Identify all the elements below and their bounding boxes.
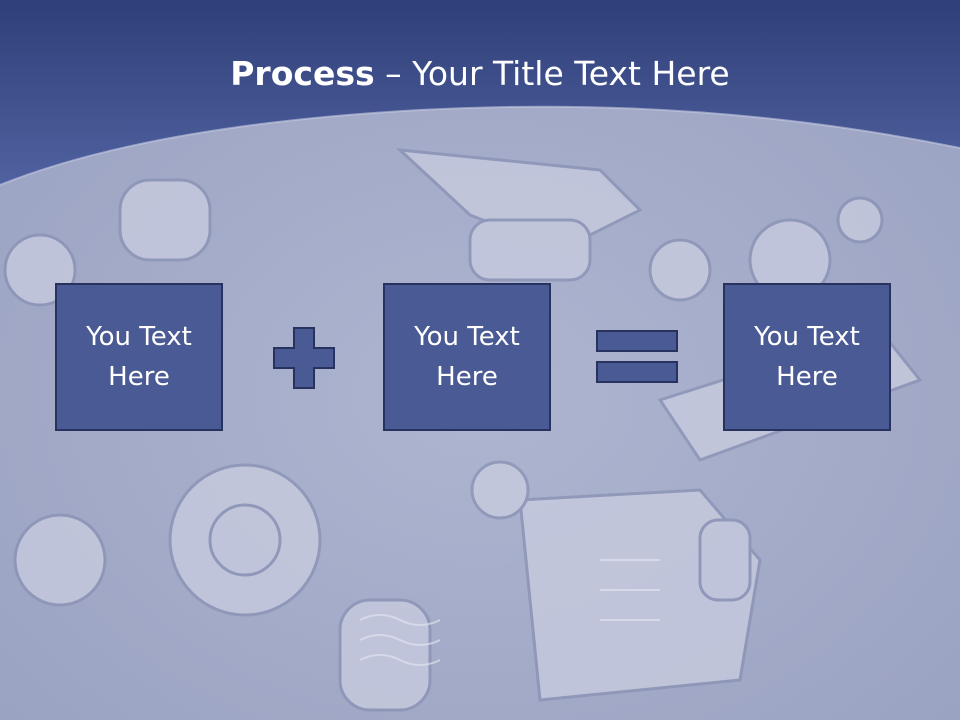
- process-step-3-text: You Text Here: [754, 322, 860, 392]
- plus-icon: [273, 327, 335, 389]
- process-step-3-box[interactable]: You Text Here: [723, 283, 891, 431]
- process-step-1-box[interactable]: You Text Here: [55, 283, 223, 431]
- slide-title: Process – Your Title Text Here: [0, 52, 960, 96]
- title-bold: Process: [230, 54, 375, 93]
- title-rest: – Your Title Text Here: [374, 54, 730, 93]
- process-step-1-text: You Text Here: [86, 322, 192, 392]
- equals-icon: [596, 330, 678, 383]
- process-step-2-text: You Text Here: [414, 322, 520, 392]
- process-step-2-box[interactable]: You Text Here: [383, 283, 551, 431]
